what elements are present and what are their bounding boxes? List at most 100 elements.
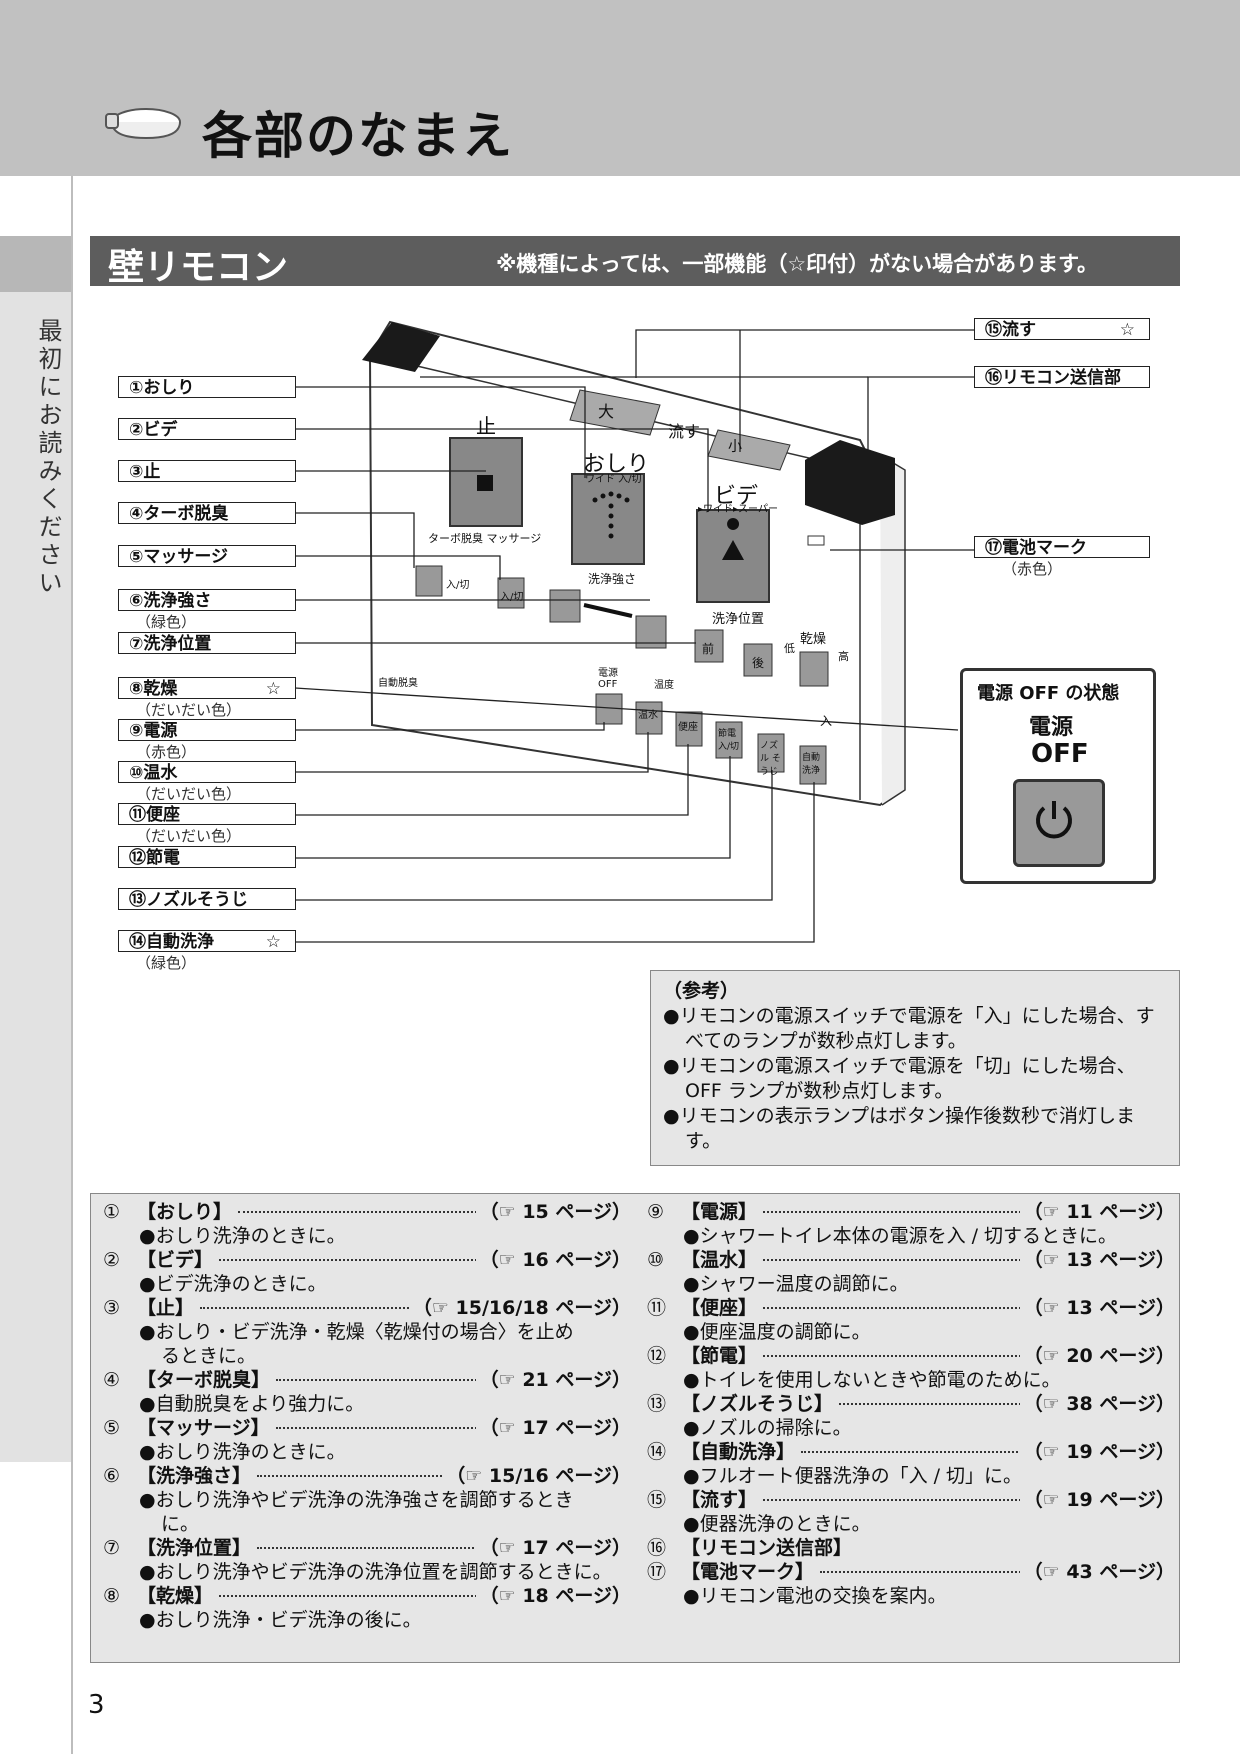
leader-dots [839,1403,1165,1405]
leader-dots [238,1211,621,1213]
remote-bidet-sub: ▸ワイド▸スーパー [698,504,778,515]
legend-number: ⑭ [647,1441,667,1463]
page-reference[interactable]: （☞ 20 ページ） [1019,1344,1175,1368]
legend-description: ●ビデ洗浄のときに。 [139,1273,327,1295]
leader-dots [257,1475,621,1477]
callout-label: ⑥洗浄強さ [118,589,296,611]
legend-name: 【ノズルそうじ】 [681,1393,834,1415]
page-reference[interactable]: （☞ 15/16 ページ） [442,1464,631,1488]
turbo-massage-label: ターボ脱臭 マッサージ [428,532,542,545]
legend-item: ⑪【便座】（☞ 13 ページ） [647,1296,1175,1320]
legend-name: 【流す】 [681,1489,758,1511]
remote-oshiri-sub: ワイド 入/切 [585,474,642,485]
page-reference[interactable]: （☞ 43 ページ） [1019,1560,1175,1584]
page-reference[interactable]: （☞ 15 ページ） [475,1200,631,1224]
page-reference[interactable]: （☞ 16 ページ） [475,1248,631,1272]
nozzle-button[interactable]: ノズル そうじ [760,741,781,777]
callout-label: ⑭自動洗浄☆ [118,930,296,952]
legend-number: ⑥ [103,1465,121,1487]
leader-dots [763,1307,1165,1309]
power-button[interactable] [1013,779,1105,867]
legend-name: 【節電】 [681,1345,758,1367]
power-off-small-label: 電源 OFF [598,668,618,690]
seat-button[interactable]: 便座 [678,722,698,733]
page-reference[interactable]: （☞ 13 ページ） [1019,1296,1175,1320]
legend-name: 【電池マーク】 [681,1561,815,1583]
page-header [0,0,1240,176]
reference-item: ●リモコンの電源スイッチで電源を「切」にした場合、OFF ランプが数秒点灯します… [663,1055,1136,1102]
reference-title: （参考） [663,980,740,1002]
legend-number: ② [103,1249,121,1271]
legend-name: 【止】 [137,1297,195,1319]
callout-color-note: （だいだい色） [136,785,242,803]
page-reference[interactable]: （☞ 38 ページ） [1019,1392,1175,1416]
flush-small-label: 小 [728,439,742,455]
power-off-indicator: OFF [1031,739,1089,769]
legend-right-column: ⑨【電源】（☞ 11 ページ）●シャワートイレ本体の電源を入 / 切するときに。… [647,1200,1175,1608]
legend-number: ⑤ [103,1417,121,1439]
callout-label: ⑩温水 [118,761,296,783]
legend-description: ●フルオート便器洗浄の「入 / 切」に。 [683,1465,1023,1487]
page-reference[interactable]: （☞ 17 ページ） [475,1536,631,1560]
page-reference[interactable]: （☞ 19 ページ） [1019,1440,1175,1464]
page-reference[interactable]: （☞ 15/16/18 ページ） [408,1296,631,1320]
legend-item: ⑥【洗浄強さ】（☞ 15/16 ページ） [103,1464,631,1488]
page-reference[interactable]: （☞ 17 ページ） [475,1416,631,1440]
legend-name: 【ターボ脱臭】 [137,1369,271,1391]
callout-color-note: （赤色） [136,743,197,761]
page-reference[interactable]: （☞ 13 ページ） [1019,1248,1175,1272]
legend-name: 【リモコン送信部】 [681,1537,853,1559]
legend-name: 【乾燥】 [137,1585,214,1607]
legend-description: ●自動脱臭をより強力に。 [139,1393,365,1415]
legend-box: ①【おしり】（☞ 15 ページ）●おしり洗浄のときに。②【ビデ】（☞ 16 ペー… [90,1193,1180,1663]
auto-flush-button[interactable]: 自動 洗浄 [802,753,821,776]
back-label: 後 [752,656,765,670]
legend-number: ⑯ [647,1537,667,1559]
dry-low-label: 低 [784,642,795,655]
legend-item: ⑯ 【リモコン送信部】 [647,1536,1175,1560]
side-tab-label: 最初にお読みください [34,318,62,598]
legend-item: ⑤【マッサージ】（☞ 17 ページ） [103,1416,631,1440]
legend-name: 【おしり】 [137,1201,233,1223]
power-off-word: 電源 [1029,715,1074,740]
front-label: 前 [702,642,715,656]
legend-description: ●おしり洗浄のときに。 [139,1225,346,1247]
legend-number: ⑪ [647,1297,667,1319]
legend-number: ⑩ [647,1249,665,1271]
flush-label: 流す [668,422,701,441]
warm-water-button[interactable]: 温水 [638,710,658,721]
temp-label: 温度 [654,680,674,691]
turbo-onoff-label: 入/切 [446,580,470,591]
leader-dots [801,1451,1165,1453]
legend-description: ●おしり・ビデ洗浄・乾燥〈乾燥付の場合〉を止め [139,1321,574,1343]
page-reference[interactable]: （☞ 21 ページ） [475,1368,631,1392]
remote-bidet-label: ビデ [714,484,759,509]
legend-item: ⑧【乾燥】（☞ 18 ページ） [103,1584,631,1608]
dry-high-label: 高 [838,650,849,663]
power-off-callout: 電源 OFF の状態 電源 OFF [960,668,1156,884]
legend-number: ⑦ [103,1537,121,1559]
legend-description: ●トイレを使用しないときや節電のために。 [683,1369,1061,1391]
legend-name: 【電源】 [681,1201,758,1223]
callout-label: ⑪便座 [118,803,296,825]
position-label: 洗浄位置 [712,612,765,627]
page-reference[interactable]: （☞ 19 ページ） [1019,1488,1175,1512]
save-button[interactable]: 節電 入/切 [718,729,740,752]
page-title: 各部のなまえ [202,107,514,165]
legend-item: ⑦【洗浄位置】（☞ 17 ページ） [103,1536,631,1560]
leader-dots [820,1571,1165,1573]
legend-item: ⑨【電源】（☞ 11 ページ） [647,1200,1175,1224]
callout-color-note: （緑色） [136,613,197,631]
toilet-seat-icon [105,108,181,140]
reference-item: ●リモコンの電源スイッチで電源を「入」にした場合、すべてのランプが数秒点灯します… [663,1005,1155,1052]
page-reference[interactable]: （☞ 11 ページ） [1019,1200,1175,1224]
page-reference[interactable]: （☞ 18 ページ） [475,1584,631,1608]
reference-box: （参考） ●リモコンの電源スイッチで電源を「入」にした場合、すべてのランプが数秒… [650,970,1180,1166]
reference-item: ●リモコンの表示ランプはボタン操作後数秒で消灯します。 [663,1105,1136,1152]
page-number: 3 [88,1690,105,1720]
callout-label: ①おしり [118,376,296,398]
leader-dots [763,1499,1165,1501]
legend-name: 【自動洗浄】 [681,1441,796,1463]
callout-color-note: （だいだい色） [136,701,242,719]
star-mark: ☆ [1119,320,1135,340]
